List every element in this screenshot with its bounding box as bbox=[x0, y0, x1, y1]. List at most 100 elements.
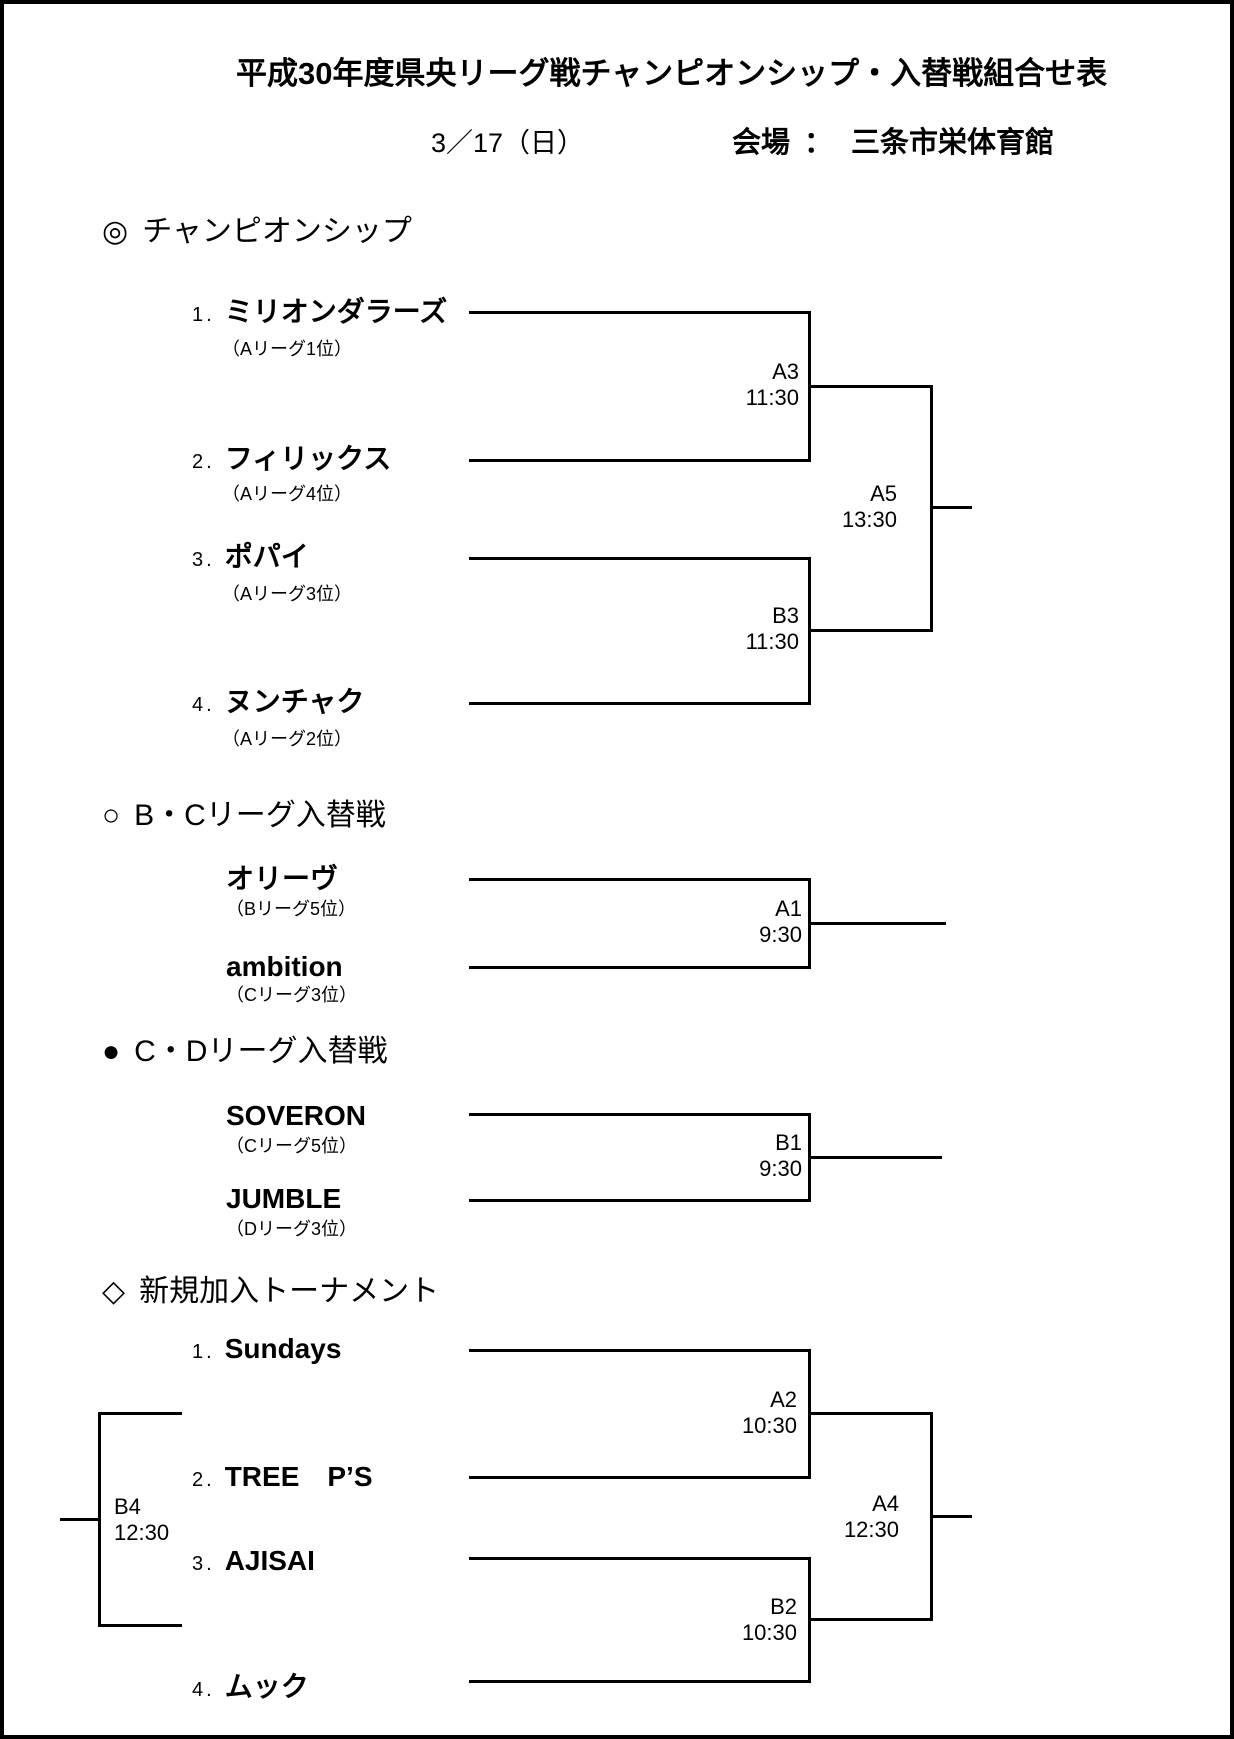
team-number: 1. bbox=[192, 304, 215, 326]
match-code: A2 bbox=[770, 1387, 797, 1412]
winner-line-b4 bbox=[60, 1518, 100, 1521]
section-heading-championship-label: チャンピオンシップ bbox=[142, 215, 412, 248]
team-line bbox=[469, 966, 810, 969]
team-line bbox=[469, 702, 810, 705]
winner-line-a4 bbox=[930, 1515, 972, 1518]
match-time: 12:30 bbox=[114, 1520, 170, 1545]
team-line bbox=[469, 1349, 810, 1352]
team-name: Sundays bbox=[224, 1333, 342, 1364]
page-title: 平成30年度県央リーグ戦チャンピオンシップ・入替戦組合せ表 bbox=[236, 56, 1108, 91]
team-number: 1. bbox=[192, 1341, 215, 1363]
section-heading-bc-playoff: ○B・Cリーグ入替戦 bbox=[102, 798, 386, 834]
team-number: 2. bbox=[192, 1469, 215, 1491]
team-name: ポパイ bbox=[224, 541, 309, 572]
winner-line-a5 bbox=[930, 506, 972, 509]
team-name: ヌンチャク bbox=[224, 686, 365, 717]
team-line bbox=[469, 311, 810, 314]
match-code: A4 bbox=[872, 1491, 899, 1516]
double-circle-icon: ◎ bbox=[102, 215, 129, 248]
match-time: 9:30 bbox=[759, 922, 802, 947]
match-time: 11:30 bbox=[745, 385, 799, 410]
match-time: 9:30 bbox=[759, 1156, 802, 1181]
match-b2-connector-line bbox=[808, 1618, 933, 1621]
team-seed: （Aリーグ3位） bbox=[222, 584, 353, 604]
match-label-b1: B1 9:30 bbox=[654, 1130, 802, 1182]
team-name: SOVERON bbox=[226, 1100, 367, 1131]
match-label-b2: B2 10:30 bbox=[649, 1594, 797, 1646]
match-label-a3: A3 11:30 bbox=[649, 359, 799, 411]
team-entry-sundays: 1. Sundays bbox=[192, 1332, 341, 1369]
team-name: JUMBLE bbox=[226, 1183, 342, 1214]
team-name: TREE P’S bbox=[224, 1461, 373, 1492]
team-entry-ajisai: 3. AJISAI bbox=[192, 1544, 315, 1581]
winner-line-a1 bbox=[808, 922, 946, 925]
match-label-a2: A2 10:30 bbox=[649, 1387, 797, 1439]
team-seed: （Cリーグ5位） bbox=[226, 1136, 358, 1156]
team-name: AJISAI bbox=[224, 1545, 315, 1576]
match-time: 10:30 bbox=[741, 1620, 797, 1645]
match-code: A3 bbox=[772, 359, 799, 384]
match-time: 10:30 bbox=[741, 1413, 797, 1438]
team-entry-nunchaku: 4. ヌンチャク bbox=[192, 685, 364, 722]
team-seed: （Aリーグ2位） bbox=[222, 729, 353, 749]
section-heading-new-entry-label: 新規加入トーナメント bbox=[139, 1275, 440, 1308]
match-time: 13:30 bbox=[841, 507, 897, 532]
winner-line-b1 bbox=[808, 1156, 942, 1159]
match-label-b4: B4 12:30 bbox=[114, 1494, 264, 1546]
team-entry-popeye: 3. ポパイ bbox=[192, 540, 309, 577]
match-code: B1 bbox=[775, 1130, 802, 1155]
section-heading-championship: ◎ チャンピオンシップ bbox=[102, 214, 412, 250]
match-a3-connector-line bbox=[808, 385, 933, 388]
team-name: オリーヴ bbox=[226, 863, 339, 894]
team-name: ミリオンダラーズ bbox=[224, 296, 448, 327]
team-name: フィリックス bbox=[224, 443, 392, 474]
team-line bbox=[469, 878, 810, 881]
match-a2-connector-line bbox=[808, 1412, 933, 1415]
match-b4-top-arm-line bbox=[98, 1412, 182, 1415]
section-heading-new-entry: ◇ 新規加入トーナメント bbox=[102, 1274, 439, 1310]
match-label-a5: A5 13:30 bbox=[749, 481, 897, 533]
match-time: 11:30 bbox=[745, 629, 799, 654]
team-entry-mook: 4. ムック bbox=[192, 1670, 309, 1707]
team-line bbox=[469, 1476, 810, 1479]
team-line bbox=[469, 557, 810, 560]
filled-circle-icon: ● bbox=[102, 1035, 121, 1068]
team-seed: （Dリーグ3位） bbox=[226, 1219, 358, 1239]
team-number: 2. bbox=[192, 451, 215, 473]
team-line bbox=[469, 1680, 810, 1683]
team-seed: （Aリーグ1位） bbox=[222, 339, 353, 359]
section-heading-cd-playoff: ● C・Dリーグ入替戦 bbox=[102, 1034, 387, 1070]
team-entry-soveron: SOVERON bbox=[226, 1099, 366, 1133]
match-code: B2 bbox=[770, 1594, 797, 1619]
team-seed: （Aリーグ4位） bbox=[222, 484, 353, 504]
venue-row: 会場 ： 三条市栄体育館 bbox=[732, 119, 1054, 161]
team-entry-olive: オリーヴ bbox=[226, 862, 338, 896]
team-number: 4. bbox=[192, 1679, 215, 1701]
venue-label: 会場 bbox=[732, 127, 791, 159]
team-line bbox=[469, 459, 810, 462]
section-heading-cd-playoff-label: C・Dリーグ入替戦 bbox=[134, 1035, 388, 1068]
team-entry-tree-ps: 2. TREE P’S bbox=[192, 1460, 373, 1497]
match-code: B4 bbox=[114, 1494, 141, 1519]
team-name: ムック bbox=[224, 1671, 309, 1702]
open-circle-icon: ○ bbox=[102, 799, 121, 832]
match-b4-bottom-arm-line bbox=[98, 1624, 182, 1627]
team-line bbox=[469, 1113, 810, 1116]
match-code: B3 bbox=[772, 603, 799, 628]
match-code: A1 bbox=[775, 896, 802, 921]
match-label-b3: B3 11:30 bbox=[649, 603, 799, 655]
team-entry-jumble: JUMBLE bbox=[226, 1182, 341, 1216]
match-label-a1: A1 9:30 bbox=[654, 896, 802, 948]
match-label-a4: A4 12:30 bbox=[749, 1491, 899, 1543]
venue-colon: ： bbox=[804, 127, 834, 159]
team-line bbox=[469, 1557, 810, 1560]
team-seed: （Bリーグ5位） bbox=[226, 899, 357, 919]
team-entry-ambition: ambition bbox=[226, 950, 343, 984]
team-number: 3. bbox=[192, 1553, 215, 1575]
diamond-icon: ◇ bbox=[102, 1275, 126, 1308]
team-entry-million-dollars: 1. ミリオンダラーズ bbox=[192, 295, 447, 332]
match-time: 12:30 bbox=[843, 1517, 899, 1542]
venue-name: 三条市栄体育館 bbox=[851, 127, 1055, 159]
team-seed: （Cリーグ3位） bbox=[226, 985, 358, 1005]
